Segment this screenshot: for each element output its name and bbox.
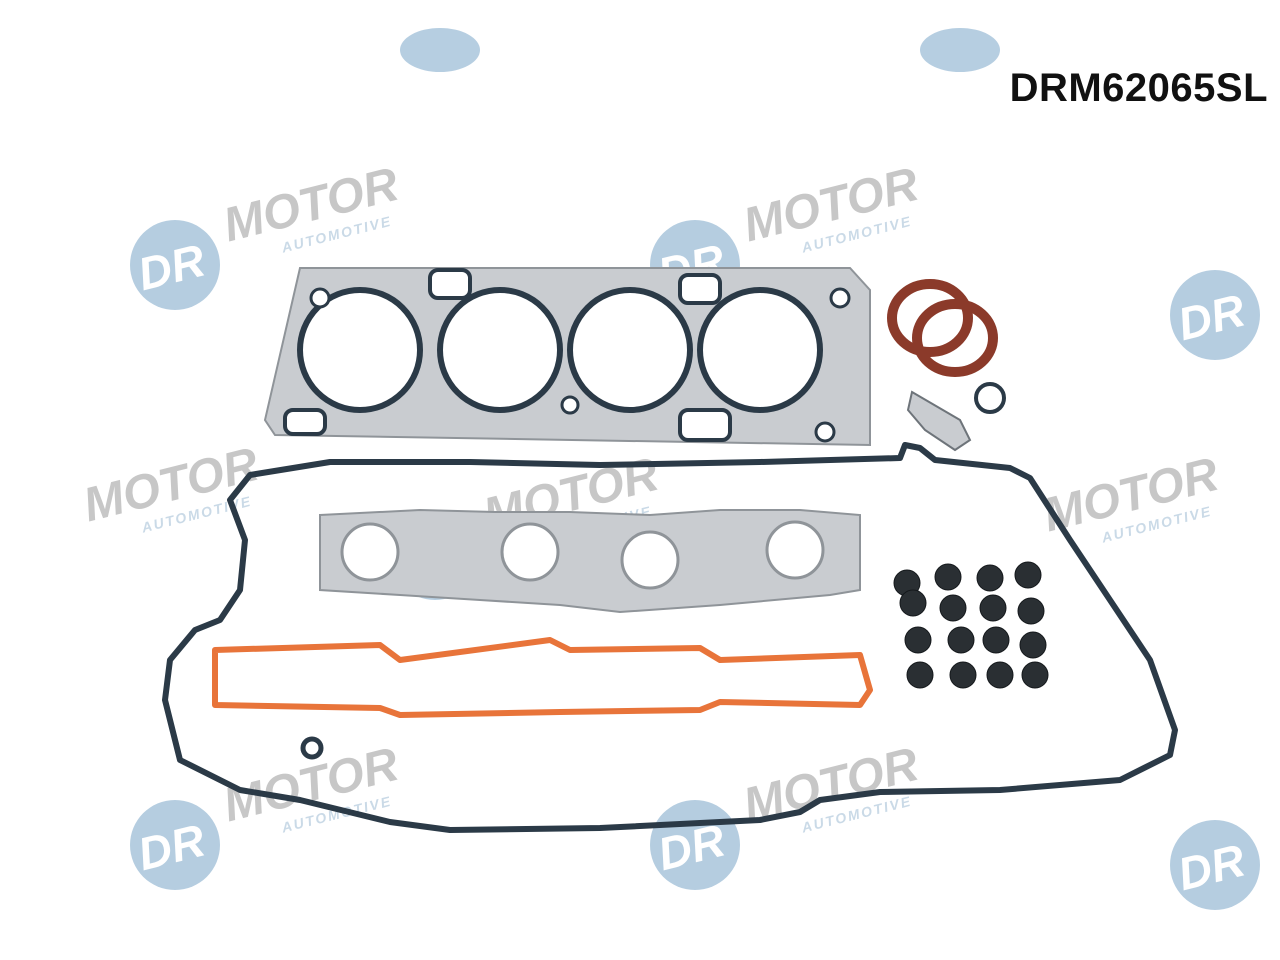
valve-stem-seals	[893, 561, 1049, 689]
valve-seal-row	[904, 626, 1047, 659]
valve-seal-row	[906, 661, 1049, 689]
cylinder-head-gasket	[263, 267, 871, 447]
o-ring	[974, 382, 1006, 414]
oil-line-gasket	[906, 390, 972, 452]
valve-cover-gasket-grommet	[300, 736, 324, 760]
exhaust-manifold-gasket	[319, 508, 861, 614]
oil-seal-rings	[887, 279, 998, 377]
watermark-partial-circle	[400, 28, 480, 72]
valve-seal-row	[899, 589, 1045, 625]
watermark-partial-circle	[920, 28, 1000, 72]
intake-manifold-gasket	[212, 637, 873, 718]
product-code: DRM62065SL	[1009, 66, 1268, 110]
valve-cover-gasket	[162, 442, 1178, 833]
